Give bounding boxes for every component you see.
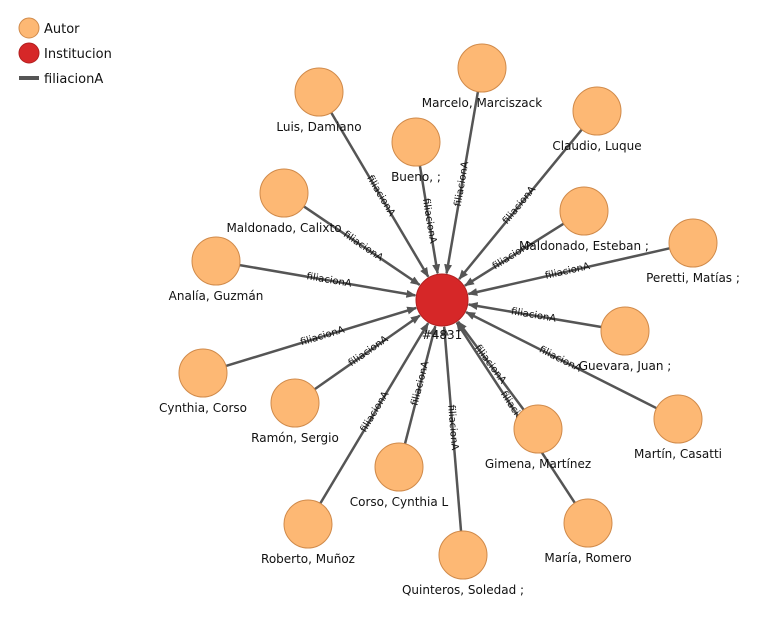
edge-filiacion bbox=[455, 321, 576, 504]
edge-label: filiacionA bbox=[472, 343, 508, 386]
legend-autor-swatch bbox=[18, 17, 40, 39]
edge-label: filiacionA bbox=[501, 184, 538, 226]
edge-filiacion bbox=[458, 128, 583, 280]
autor-node[interactable] bbox=[374, 442, 424, 492]
autor-label: Cynthia, Corso bbox=[159, 401, 247, 415]
autor-label: Maldonado, Esteban ; bbox=[519, 239, 649, 253]
edge-filiacion bbox=[418, 165, 441, 275]
edge-filiacion bbox=[403, 325, 437, 445]
autor-node[interactable] bbox=[270, 378, 320, 428]
autor-label: Maldonado, Calixto bbox=[226, 221, 341, 235]
autor-label: María, Romero bbox=[544, 551, 631, 565]
edge-filiacion bbox=[239, 263, 417, 298]
legend-autor-label: Autor bbox=[44, 22, 80, 37]
autor-label: Peretti, Matías ; bbox=[646, 271, 740, 285]
autor-label: Marcelo, Marciszack bbox=[422, 96, 542, 110]
autor-label: Claudio, Luque bbox=[552, 139, 641, 153]
edge-label: filiacionA bbox=[537, 344, 583, 374]
edge-label: filiacionA bbox=[453, 160, 472, 207]
autor-node[interactable] bbox=[178, 348, 228, 398]
autor-node[interactable] bbox=[457, 43, 507, 93]
edge-filiacion bbox=[467, 247, 670, 296]
edge-label: filiacionA bbox=[341, 229, 385, 264]
autor-node[interactable] bbox=[259, 168, 309, 218]
edge-filiacion bbox=[467, 302, 602, 329]
autor-node[interactable] bbox=[653, 394, 703, 444]
autor-label: Bueno, ; bbox=[391, 170, 441, 184]
legend-filiacion-label: filiacionA bbox=[44, 72, 103, 87]
autor-label: Analía, Guzmán bbox=[169, 289, 264, 303]
edge-filiacion bbox=[440, 325, 463, 532]
edge-filiacion bbox=[330, 112, 430, 278]
autor-node[interactable] bbox=[668, 218, 718, 268]
nodes-layer: Luis, Damiano Marcelo, MarciszackClaudio,… bbox=[159, 43, 740, 597]
legend-institucion-swatch bbox=[18, 42, 40, 64]
edge-label: filiacionA bbox=[420, 198, 438, 245]
autor-label: Martín, Casatti bbox=[634, 447, 722, 461]
autor-node[interactable] bbox=[438, 530, 488, 580]
edge-label: filiacionA bbox=[359, 389, 392, 434]
edge-filiacion bbox=[313, 314, 421, 391]
autor-label: Corso, Cynthia L bbox=[350, 495, 449, 509]
edge-label: filiacionA bbox=[544, 261, 591, 282]
institucion-label: #4831 bbox=[422, 328, 463, 342]
autor-label: Luis, Damiano bbox=[276, 120, 361, 134]
edge-filiacion bbox=[464, 222, 565, 287]
edge-label: filiacionA bbox=[510, 306, 557, 324]
autor-node[interactable] bbox=[294, 67, 344, 117]
edge-filiacion bbox=[465, 311, 658, 410]
edge-filiacion bbox=[444, 91, 480, 275]
autor-label: Ramón, Sergio bbox=[251, 431, 339, 445]
autor-node[interactable] bbox=[563, 498, 613, 548]
autor-node[interactable] bbox=[513, 404, 563, 454]
edge-label: filiacionA bbox=[299, 325, 346, 349]
edge-filiacion bbox=[457, 320, 525, 411]
autor-label: Roberto, Muñoz bbox=[261, 552, 355, 566]
institucion-node[interactable] bbox=[415, 273, 469, 327]
legend-institucion-label: Institucion bbox=[44, 47, 112, 62]
autor-label: Quinteros, Soledad ; bbox=[402, 583, 524, 597]
autor-label: Gimena, Martínez bbox=[485, 457, 591, 471]
edge-label: filiacionA bbox=[445, 404, 460, 450]
autor-node[interactable] bbox=[191, 236, 241, 286]
autor-node[interactable] bbox=[391, 117, 441, 167]
edge-label: filiacionA bbox=[306, 271, 353, 290]
autor-node[interactable] bbox=[283, 499, 333, 549]
autor-label: Guevara, Juan ; bbox=[579, 359, 672, 373]
edge-filiacion bbox=[303, 205, 421, 286]
edge-filiacion bbox=[225, 306, 418, 368]
legend: Autor Institucion filiacionA bbox=[18, 17, 112, 87]
edge-filiacion bbox=[319, 322, 430, 505]
autor-node[interactable] bbox=[559, 186, 609, 236]
autor-node[interactable] bbox=[572, 86, 622, 136]
edge-label: filiacionA bbox=[409, 360, 431, 407]
autor-node[interactable] bbox=[600, 306, 650, 356]
edge-label: filiacionA bbox=[347, 334, 391, 369]
